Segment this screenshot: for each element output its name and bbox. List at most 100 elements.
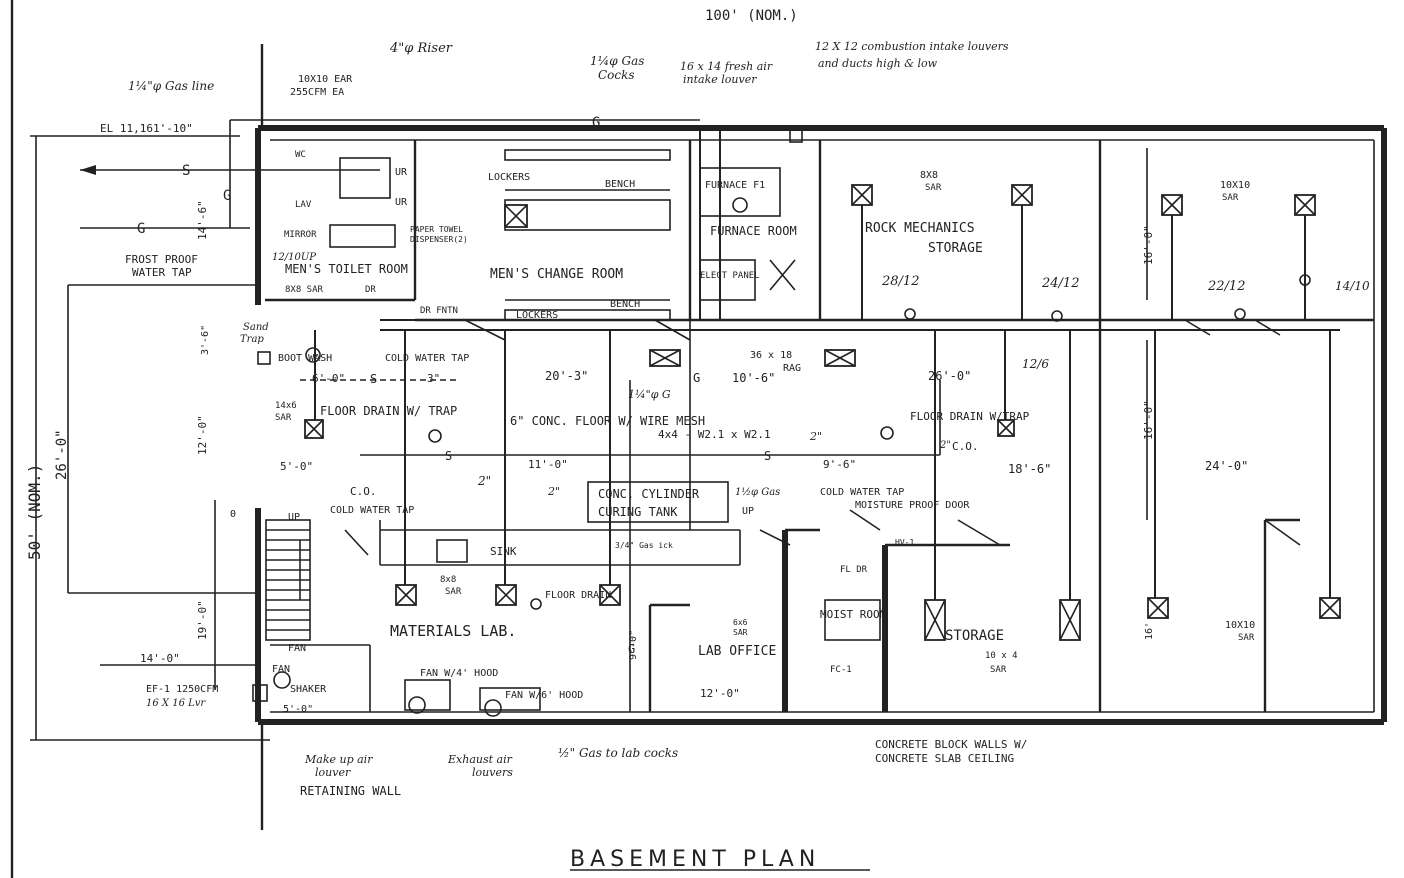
outer-walls	[255, 44, 1387, 830]
sewer-label-right: S	[764, 449, 771, 463]
gas-line-label-left: G	[137, 221, 145, 237]
note-combustion-2: and ducts high & low	[818, 57, 938, 70]
elect-panel: ELECT PANEL	[700, 271, 760, 281]
note-elevation: EL 11,161'-10"	[100, 122, 193, 135]
gas-line-label-riser: G	[223, 188, 231, 204]
note-cold-water-tap: COLD WATER TAP	[385, 353, 469, 364]
note-concrete-block: CONCRETE BLOCK WALLS W/	[875, 738, 1027, 751]
note-riser: 4"φ Riser	[389, 41, 453, 56]
duct-12-6: 12/6	[1022, 357, 1049, 371]
dim-3-6: 3'-6"	[200, 325, 211, 355]
note-fan: FAN	[288, 643, 306, 654]
note-fl-dr: FL DR	[840, 565, 868, 575]
note-cold-water-tap-lab: COLD WATER TAP	[330, 505, 414, 516]
dim-9-6: 9'-6"	[823, 458, 856, 471]
sink-fixture	[436, 539, 468, 563]
dim-6-0: 6'-0"	[312, 372, 345, 385]
dim-16-0-b: 16'-0"	[1142, 400, 1155, 440]
note-exhaust-air: Exhaust air	[447, 753, 513, 766]
note-cylinder: CONC. CYLINDER	[598, 487, 700, 501]
note-up: 12/10UP	[272, 252, 316, 263]
air-registers	[304, 184, 1341, 641]
dim-14-6: 14'-6"	[196, 200, 209, 240]
note-sar-14x6: 14x6	[275, 401, 297, 411]
note-water-tap: WATER TAP	[132, 266, 192, 279]
note-floor-drain-trap-2: FLOOR DRAIN W/TRAP	[910, 410, 1030, 423]
note-sink: SINK	[490, 545, 517, 558]
note-sar-rock-2: SAR	[925, 183, 942, 193]
note-cold-water-tap-2: COLD WATER TAP	[820, 487, 904, 498]
note-co: C.O.	[350, 485, 377, 498]
note-sar-6x6: 6x6	[733, 618, 748, 627]
note-fresh-air: 16 x 14 fresh air	[680, 60, 773, 73]
sewer-label-mid: S	[370, 372, 377, 386]
sewer-label-left: S	[182, 163, 190, 179]
note-lav: LAV	[295, 200, 312, 210]
dim-24-0: 24'-0"	[1205, 459, 1248, 473]
note-gas-cocks: 1¼φ Gas	[590, 54, 644, 68]
note-curing-tank: CURING TANK	[598, 505, 678, 519]
note-ear-cfm: 255CFM EA	[290, 87, 344, 98]
gas-line-label-office: G	[628, 642, 635, 656]
room-rock-storage: STORAGE	[928, 241, 983, 256]
note-fresh-air-2: intake louver	[683, 73, 757, 86]
note-lockers-bottom: LOCKERS	[516, 310, 558, 321]
note-gas-1q: 1¼"φ G	[628, 388, 671, 401]
note-fan-hood-6: FAN W/6' HOOD	[505, 690, 583, 701]
note-louvers: louvers	[472, 766, 513, 779]
dim-10-6: 10'-6"	[732, 371, 775, 385]
note-sar-14x6-word: SAR	[275, 413, 292, 423]
note-rag: RAG	[783, 363, 801, 374]
room-lab-office: LAB OFFICE	[698, 644, 776, 659]
dim-12-0: 12'-0"	[196, 415, 209, 455]
fixtures	[252, 129, 1311, 717]
dim-26-0: 26'-0"	[928, 369, 971, 383]
note-louver: louver	[315, 766, 351, 779]
room-materials-lab: MATERIALS LAB.	[390, 622, 516, 640]
sewer-label-lab: S	[445, 449, 452, 463]
arrow-sewer	[80, 165, 96, 175]
note-sar-6x6-2: SAR	[733, 628, 748, 637]
duct-28-12: 28/12	[881, 274, 919, 289]
dim-0: 0	[230, 509, 236, 520]
dim-9-0: 9'-0"	[628, 630, 639, 660]
pipe-2-c: 2"	[809, 430, 822, 443]
note-fan-hood-4: FAN W/4' HOOD	[420, 668, 498, 679]
note-moisture-door: MOISTURE PROOF DOOR	[855, 500, 970, 511]
dim-20-3: 20'-3"	[545, 369, 588, 383]
note-gas-ick: 3/4" Gas ick	[615, 541, 673, 550]
note-duct-36x18: 36 x 18	[750, 350, 792, 361]
note-mirror: MIRROR	[284, 230, 317, 240]
note-bench-bottom: BENCH	[610, 299, 640, 310]
note-gas-up-2: UP	[742, 506, 754, 517]
note-boot-wash: BOOT WASH	[278, 353, 332, 364]
note-sar-10x10-bot: 10X10	[1225, 620, 1255, 631]
note-sar-10x4-2: SAR	[990, 665, 1007, 675]
dim-3: 3"	[427, 372, 440, 385]
left-inner-dimension: 26'-0"	[54, 429, 70, 480]
room-rock-mechanics: ROCK MECHANICS	[865, 221, 975, 236]
dim-18-6: 18'-6"	[1008, 462, 1051, 476]
dim-12-0-b: 12'-0"	[700, 687, 740, 700]
room-mens-toilet: MEN'S TOILET ROOM	[285, 262, 408, 276]
note-retaining-wall: RETAINING WALL	[300, 784, 401, 798]
note-fan-2: FAN	[272, 664, 290, 675]
note-sar-lab-2: SAR	[445, 587, 462, 597]
note-make-up-air: Make up air	[304, 753, 373, 766]
note-ef1-louver: 16 X 16 Lvr	[146, 698, 206, 709]
note-floor-note-2: 4x4 - W2.1 x W2.1	[658, 428, 771, 441]
note-sar-10x10-top-2: SAR	[1222, 193, 1239, 203]
note-co-2: C.O.	[952, 440, 979, 453]
note-dispenser: DISPENSER(2)	[410, 235, 468, 244]
dim-16: 16'	[1144, 622, 1155, 640]
gas-line-label-top: G	[592, 115, 600, 131]
note-ur-6: UR	[395, 197, 408, 208]
moist-room-outline	[824, 599, 881, 641]
pipe-2-d: 2"	[939, 440, 951, 451]
duct-24-12: 24/12	[1041, 276, 1079, 291]
note-sar-toilet: 8X8 SAR	[285, 285, 324, 295]
dim-14-0: 14'-0"	[140, 652, 180, 665]
furnace-label: FURNACE F1	[705, 180, 765, 191]
note-sand: Sand	[243, 322, 269, 333]
